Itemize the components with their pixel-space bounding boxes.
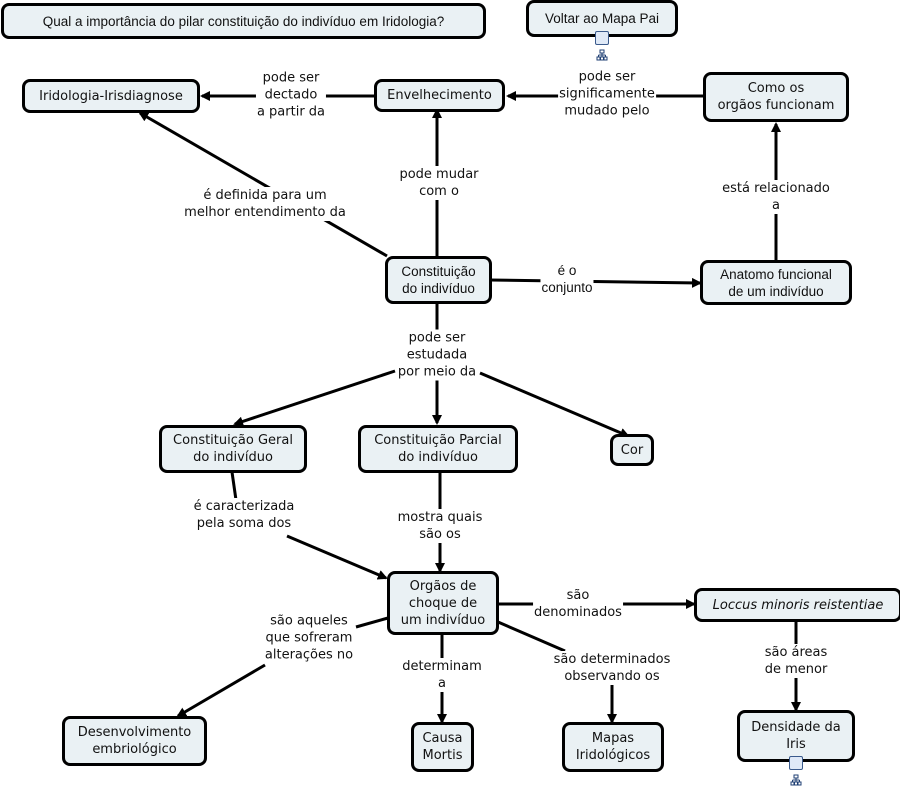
edge-constituicao-iridologia — [138, 111, 388, 258]
link-conjunto: é o conjunto — [540, 262, 594, 296]
link-mudar: pode mudar com o — [398, 166, 480, 200]
link-areas: são áreas de menor — [763, 644, 829, 678]
edge-aqueles-desenv — [176, 663, 266, 718]
link-definida: é definida para um melhor entendimento d… — [183, 187, 347, 221]
concept-constituicao-parcial[interactable]: Constituição Parcial do indivíduo — [358, 425, 518, 473]
concept-constituicao-individuo[interactable]: Constituição do indivíduo — [385, 256, 492, 304]
concept-map-icon[interactable] — [789, 756, 803, 786]
concept-iridologia[interactable]: Iridologia-Irisdiagnose — [22, 79, 200, 113]
link-determinam: determinam a — [401, 658, 483, 692]
edge-choque-aqueles — [355, 616, 389, 629]
link-estudada: pode ser estudada por meio da — [396, 329, 478, 381]
link-determinados: são determinados observando os — [552, 651, 672, 685]
edge-geral-choque-2 — [286, 534, 388, 580]
densidade-label: Densidade da Iris — [751, 720, 841, 752]
link-aqueles: são aqueles que sofreram alterações no — [263, 612, 355, 664]
concept-constituicao-geral[interactable]: Constituição Geral do indivíduo — [159, 425, 307, 473]
edge-estudada-cor — [479, 371, 630, 438]
concept-loccus-minoris[interactable]: Loccus minoris reistentiae — [694, 588, 900, 622]
concept-cor[interactable]: Cor — [610, 434, 654, 466]
link-mostra: mostra quais são os — [396, 509, 484, 543]
concept-densidade-iris[interactable]: Densidade da Iris — [737, 710, 855, 786]
concept-mapas-iridologicos[interactable]: Mapas Iridológicos — [562, 722, 664, 772]
concept-anatomo-funcional[interactable]: Anatomo funcional de um indivíduo — [700, 260, 852, 305]
concept-envelhecimento[interactable]: Envelhecimento — [374, 79, 505, 112]
edge-geral-choque — [230, 471, 238, 501]
concept-orgaos-choque[interactable]: Orgãos de choque de um indivíduo — [387, 571, 499, 635]
back-to-parent-map-button[interactable]: Voltar ao Mapa Pai — [526, 0, 678, 61]
concept-map-icon[interactable] — [595, 31, 609, 61]
edge-constituicao-anatomo — [489, 277, 702, 288]
concept-orgaos-funcionam[interactable]: Como os orgãos funcionam — [703, 72, 849, 122]
link-mudado: pode ser significamente mudado pelo — [558, 68, 656, 120]
concept-causa-mortis[interactable]: Causa Mortis — [411, 722, 474, 772]
back-button-label: Voltar ao Mapa Pai — [544, 11, 660, 26]
link-detectado: pode ser dectado a partir da — [255, 69, 327, 121]
edge-estudada-geral — [233, 369, 396, 427]
focus-question: Qual a importância do pilar constituição… — [1, 3, 486, 39]
edge-choque-determinados — [497, 620, 566, 653]
link-relacionado: está relacionado a — [721, 180, 831, 214]
concept-desenvolvimento-embriologico[interactable]: Desenvolvimento embriológico — [62, 716, 207, 766]
link-caracterizada: é caracterizada pela soma dos — [192, 498, 296, 532]
link-denominados: são denominados — [533, 587, 623, 621]
